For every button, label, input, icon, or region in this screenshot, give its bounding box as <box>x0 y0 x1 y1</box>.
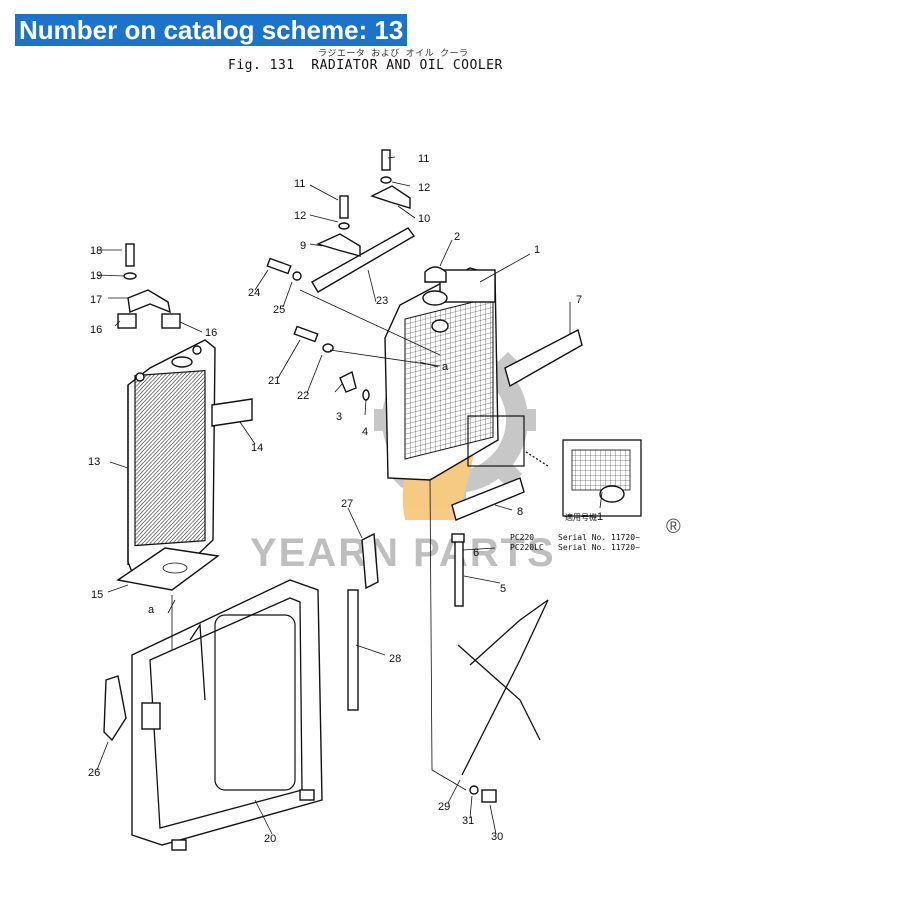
serial-number-1: Serial No. 11720~ <box>558 533 640 542</box>
callout-7: 7 <box>576 294 582 306</box>
callout-13: 13 <box>88 456 100 468</box>
figure-title: ラジエータ および オイル クーラ Fig. 131 RADIATOR AND … <box>228 49 503 73</box>
nut-6 <box>451 533 465 543</box>
bracket-27 <box>361 532 379 590</box>
callout-28: 28 <box>389 653 401 665</box>
callout-1: 1 <box>534 244 540 256</box>
callout-29: 29 <box>438 801 450 813</box>
bolt-24 <box>266 257 292 275</box>
pad-28 <box>347 589 359 711</box>
callout-21: 21 <box>268 375 280 387</box>
clip-16-right <box>161 313 181 329</box>
detail-inset <box>467 415 642 517</box>
callout-15: 15 <box>91 589 103 601</box>
figure-name: RADIATOR AND OIL COOLER <box>311 58 503 73</box>
ref-a-radiator: a <box>442 361 449 373</box>
callout-18: 18 <box>90 245 102 257</box>
radiator-cap-2 <box>424 266 447 283</box>
cover-26 <box>103 675 127 742</box>
callout-6: 6 <box>473 547 479 559</box>
washer-25 <box>292 271 302 281</box>
registered-mark: ® <box>666 516 681 538</box>
bracket-10 <box>370 185 411 209</box>
washer-31 <box>469 785 479 795</box>
bolt-21 <box>293 325 319 343</box>
oring-4 <box>362 389 370 401</box>
pad-14 <box>211 398 253 427</box>
drain-valve-3 <box>339 370 357 393</box>
callout-8: 8 <box>517 506 523 518</box>
callout-19: 19 <box>90 270 102 282</box>
callout-30: 30 <box>491 831 503 843</box>
washer-12a <box>338 222 350 230</box>
radiator <box>384 267 499 481</box>
clip-16-left <box>117 313 137 329</box>
figure-jp-subtitle: ラジエータ および オイル クーラ <box>318 49 469 59</box>
gasket-15 <box>116 547 220 591</box>
shroud-frame <box>131 579 323 851</box>
callout-17: 17 <box>90 294 102 306</box>
bolt-11a <box>339 195 349 219</box>
stay-23 <box>311 227 416 293</box>
watermark-text: YEARN PARTS <box>250 531 556 575</box>
callout-23: 23 <box>376 295 388 307</box>
catalog-scheme-banner: Number on catalog scheme: 13 <box>15 14 408 46</box>
callout-26: 26 <box>88 767 100 779</box>
pad-8 <box>451 477 525 521</box>
bolt-18 <box>125 243 135 267</box>
callout-16-right: 16 <box>205 327 217 339</box>
callout-20: 20 <box>264 833 276 845</box>
callout-12-right: 12 <box>418 182 430 194</box>
callout-11-right: 11 <box>418 153 429 165</box>
brace-29-b <box>461 599 549 776</box>
callout-3: 3 <box>336 411 342 423</box>
callout-5: 5 <box>500 583 506 595</box>
callout-27: 27 <box>341 498 353 510</box>
ref-a-frame: a <box>148 604 155 616</box>
serial-heading: 適用号機 <box>565 512 597 522</box>
brace-29-a <box>457 644 541 741</box>
callout-9: 9 <box>300 240 306 252</box>
serial-model-2: PC220LC <box>510 543 544 552</box>
serial-number-2: Serial No. 11720~ <box>558 543 640 552</box>
figure-number: Fig. 131 <box>228 58 295 73</box>
serial-model-1: PC220 <box>510 533 534 542</box>
callout-12-left: 12 <box>294 210 306 222</box>
bracket-9 <box>316 233 361 257</box>
callout-16-left: 16 <box>90 324 102 336</box>
bracket-17 <box>127 289 171 314</box>
bolt-30 <box>481 789 497 803</box>
washer-19 <box>123 272 137 280</box>
washer-22 <box>322 343 334 353</box>
callout-25: 25 <box>273 304 285 316</box>
callout-31: 31 <box>462 815 474 827</box>
callout-14: 14 <box>251 442 263 454</box>
callout-24: 24 <box>248 287 260 299</box>
callout-10: 10 <box>418 213 430 225</box>
bolt-11b <box>381 149 391 171</box>
callout-4: 4 <box>362 426 368 438</box>
callout-1-inset: 1 <box>597 511 603 523</box>
callout-22: 22 <box>297 390 309 402</box>
callout-2: 2 <box>454 231 460 243</box>
oil-cooler <box>127 339 216 573</box>
pad-7 <box>504 328 583 388</box>
callout-11-left: 11 <box>294 178 305 190</box>
washer-12b <box>380 176 392 184</box>
rod-5 <box>454 539 464 607</box>
